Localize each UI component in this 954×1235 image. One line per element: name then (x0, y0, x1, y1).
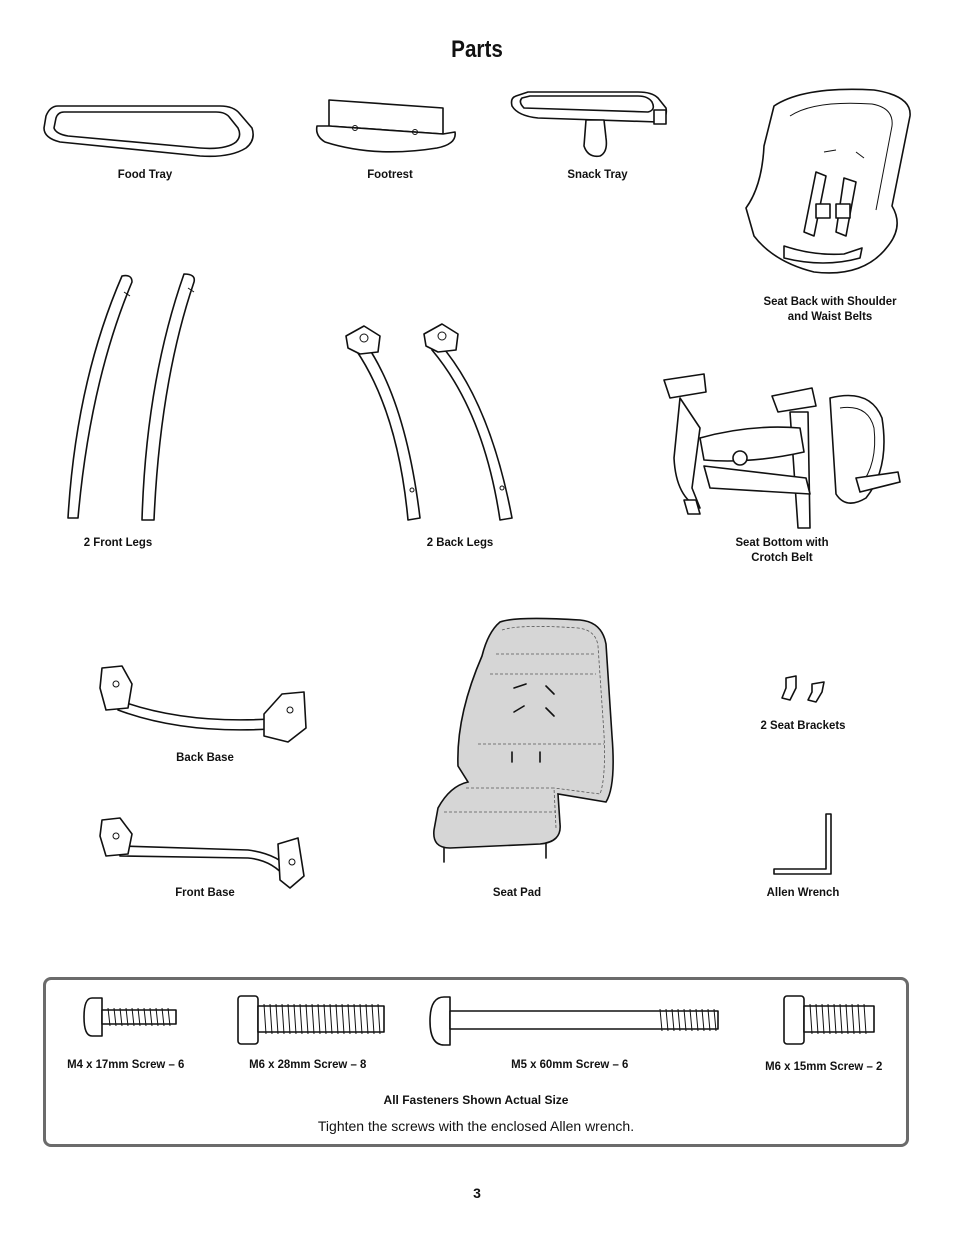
front-legs-illustration (60, 272, 210, 524)
back-legs-label: 2 Back Legs (426, 535, 494, 549)
fasteners-panel: M4 x 17mm Screw – 6 M6 x 28mm Screw – 8 … (43, 977, 909, 1147)
snack-tray-illustration (508, 88, 673, 160)
m6-15mm-screw-illustration (783, 995, 876, 1045)
front-legs-label: 2 Front Legs (83, 535, 153, 549)
tighten-note: Tighten the screws with the enclosed All… (317, 1118, 635, 1134)
m5-60mm-screw-illustration (429, 996, 720, 1046)
m6-28mm-screw-label: M6 x 28mm Screw – 8 (249, 1057, 367, 1071)
m6-15mm-screw-label: M6 x 15mm Screw – 2 (765, 1059, 883, 1073)
front-base-illustration (98, 814, 312, 890)
seat-bottom-label-line2: Crotch Belt (751, 550, 813, 564)
seat-pad-illustration (430, 616, 620, 866)
seat-brackets-illustration (778, 674, 830, 704)
m4-17mm-screw-label: M4 x 17mm Screw – 6 (67, 1057, 185, 1071)
allen-wrench-label: Allen Wrench (766, 885, 840, 899)
food-tray-illustration (40, 98, 260, 160)
back-base-label: Back Base (176, 750, 234, 764)
food-tray-label: Food Tray (117, 167, 173, 181)
m6-28mm-screw-illustration (237, 995, 386, 1045)
seat-pad-label: Seat Pad (492, 885, 542, 899)
allen-wrench-illustration (770, 812, 836, 878)
m5-60mm-screw-label: M5 x 60mm Screw – 6 (511, 1057, 629, 1071)
seat-back-label-line2: and Waist Belts (787, 309, 873, 323)
seat-back-illustration (744, 86, 916, 286)
seat-bottom-illustration (660, 368, 910, 530)
seat-back-label-line1: Seat Back with Shoulder (763, 294, 897, 308)
seat-brackets-label: 2 Seat Brackets (760, 718, 846, 732)
m4-17mm-screw-illustration (83, 994, 178, 1040)
seat-bottom-label-line1: Seat Bottom with (735, 535, 829, 549)
footrest-label: Footrest (367, 167, 413, 181)
seat-bottom-label: Seat Bottom with Crotch Belt (716, 535, 849, 565)
actual-size-note: All Fasteners Shown Actual Size (383, 1093, 569, 1107)
front-base-label: Front Base (175, 885, 235, 899)
back-legs-illustration (340, 322, 525, 522)
snack-tray-label: Snack Tray (567, 167, 628, 181)
seat-back-label: Seat Back with Shoulder and Waist Belts (745, 294, 916, 324)
page-title: Parts (451, 36, 503, 63)
back-base-illustration (98, 664, 312, 744)
page-number: 3 (473, 1185, 481, 1201)
footrest-illustration (315, 96, 460, 162)
